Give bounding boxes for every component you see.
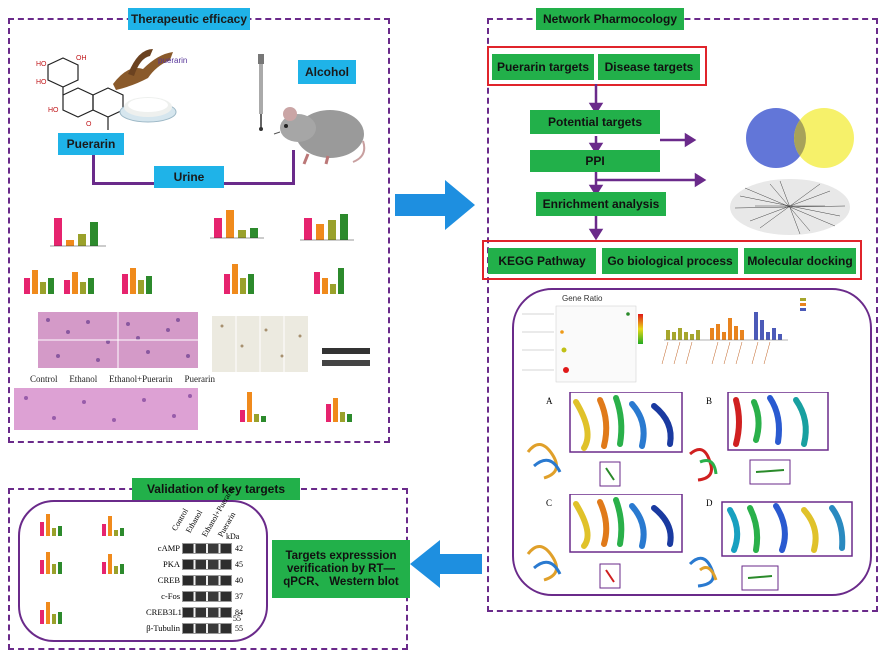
herb-caption: puerarin bbox=[158, 56, 188, 65]
wb-kda-value: 40 bbox=[235, 575, 243, 585]
wb-band bbox=[182, 574, 232, 586]
svg-text:OH: OH bbox=[76, 55, 87, 62]
verification-box: Targets expresssion verification by RT—q… bbox=[272, 540, 410, 598]
ihc-bar-charts bbox=[240, 392, 352, 422]
potential-targets-box: Potential targets bbox=[530, 110, 660, 134]
powder-dish-image bbox=[119, 97, 177, 123]
wb-band bbox=[182, 558, 232, 570]
svg-text:HO: HO bbox=[48, 107, 59, 114]
kegg-pathway-box: KEGG Pathway bbox=[488, 248, 596, 274]
wb-protein-label: CREB3L1 bbox=[146, 607, 182, 617]
group-label: Ethanol+Puerarin bbox=[109, 374, 173, 384]
flow-arrow-right bbox=[395, 180, 475, 230]
connector-line bbox=[292, 150, 295, 185]
go-bar-chart bbox=[661, 298, 806, 365]
docking-image-d bbox=[688, 501, 853, 591]
wb-band bbox=[182, 606, 232, 618]
wb-row: CREB 40 bbox=[146, 572, 246, 588]
ppi-box: PPI bbox=[530, 150, 660, 172]
wb-kda-value: 84 bbox=[235, 607, 243, 617]
validation-title: Validation of key targets bbox=[132, 478, 300, 500]
docking-label-a: A bbox=[546, 396, 553, 406]
molecular-docking-box: Molecular docking bbox=[744, 248, 856, 274]
connector-line bbox=[92, 182, 154, 185]
ihc-image bbox=[212, 316, 308, 372]
flow-arrows bbox=[588, 84, 707, 241]
go-biological-process-box: Go biological process bbox=[602, 248, 738, 274]
wb-protein-label: β-Tubulin bbox=[146, 623, 180, 633]
group-label: Control bbox=[30, 374, 58, 384]
docking-image-b bbox=[689, 392, 829, 485]
wb-kda-value: 55 bbox=[235, 623, 243, 633]
wb-row: cAMP 42 bbox=[146, 540, 246, 556]
wb-protein-label: c-Fos bbox=[161, 591, 180, 601]
wb-kda-header: kDa bbox=[226, 532, 240, 541]
kegg-dot-plot bbox=[522, 305, 643, 383]
wb-band bbox=[182, 590, 232, 602]
venn-diagram bbox=[746, 108, 854, 168]
analysis-types-group bbox=[482, 240, 862, 280]
enrichment-analysis-box: Enrichment analysis bbox=[536, 192, 666, 216]
flow-arrow-left bbox=[410, 540, 482, 588]
network-pharmacology-title: Network Pharmocology bbox=[536, 8, 684, 30]
docking-label-c: C bbox=[546, 498, 553, 508]
wb-kda-value: 37 bbox=[235, 591, 243, 601]
docking-label-b: B bbox=[706, 396, 713, 406]
kudzu-root-image bbox=[113, 49, 173, 90]
svg-text:HO: HO bbox=[36, 79, 47, 86]
wb-protein-label: cAMP bbox=[157, 543, 180, 553]
western-blot-thumb bbox=[322, 348, 370, 366]
docking-image-c bbox=[526, 494, 683, 589]
connector-line bbox=[92, 155, 95, 185]
wb-protein-label: PKA bbox=[162, 559, 180, 569]
wb-kda-value: 55 bbox=[233, 614, 241, 623]
wb-protein-label: CREB bbox=[157, 575, 180, 585]
wb-row: β-Tubulin 55 bbox=[146, 620, 246, 636]
docking-label-d: D bbox=[706, 498, 713, 508]
disease-targets-box: Disease targets bbox=[598, 54, 700, 80]
wb-row: PKA 45 bbox=[146, 556, 246, 572]
alcohol-label: Alcohol bbox=[298, 60, 356, 84]
wb-row: c-Fos 37 bbox=[146, 588, 246, 604]
rat-image bbox=[273, 107, 366, 165]
gene-ratio-title: Gene Ratio bbox=[562, 294, 603, 303]
svg-text:O: O bbox=[86, 121, 92, 128]
results-bracket bbox=[512, 288, 872, 596]
ppi-network-image bbox=[730, 179, 850, 235]
syringe-icon bbox=[258, 54, 264, 131]
wb-kda-value: 42 bbox=[235, 543, 243, 553]
liver-histology-image bbox=[38, 312, 198, 368]
urine-label: Urine bbox=[154, 166, 224, 188]
puerarin-label: Puerarin bbox=[58, 133, 124, 155]
wb-band bbox=[182, 622, 232, 634]
liver-histology-image bbox=[14, 388, 198, 430]
group-label: Ethanol bbox=[69, 374, 98, 384]
connector-line bbox=[224, 182, 294, 185]
histology-group-labels: Control Ethanol Ethanol+Puerarin Puerari… bbox=[30, 374, 215, 384]
qpcr-bar-charts bbox=[40, 514, 124, 624]
group-label: Puerarin bbox=[184, 374, 215, 384]
wb-band bbox=[182, 542, 232, 554]
therapeutic-efficacy-title: Therapeutic efficacy bbox=[128, 8, 250, 30]
svg-text:HO: HO bbox=[36, 61, 47, 68]
efficacy-bar-charts bbox=[24, 208, 354, 294]
wb-kda-value: 45 bbox=[235, 559, 243, 569]
puerarin-targets-box: Puerarin targets bbox=[492, 54, 594, 80]
validation-bracket bbox=[18, 500, 268, 642]
docking-image-a bbox=[526, 392, 683, 487]
